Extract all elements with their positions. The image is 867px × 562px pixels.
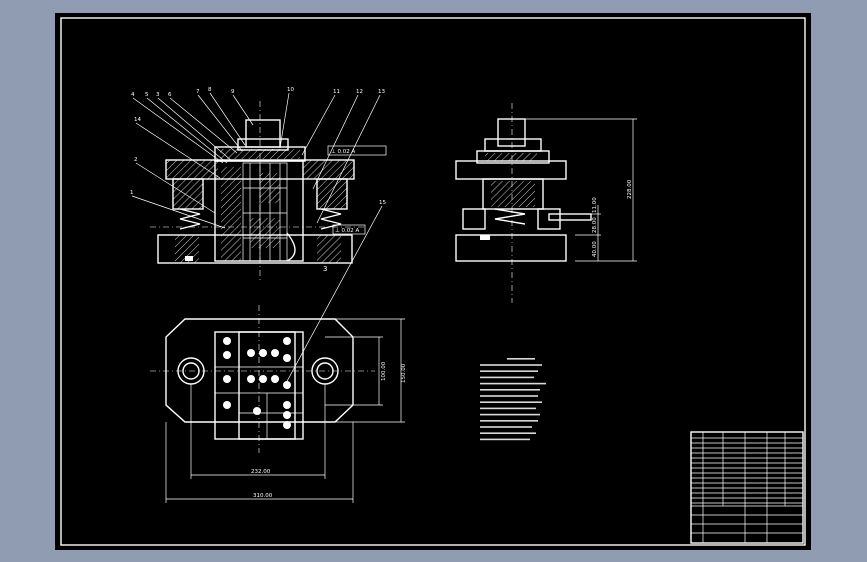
drawing-canvas: 4 5 3 6 7 8 9 10 11 12 13 14 2 1 15 3 ⊥ 0.02 A ⊥ 0.02 … (55, 13, 811, 550)
callout-8: 8 (208, 87, 212, 93)
punch-hole (223, 351, 231, 359)
dim-28: 28.00 (592, 217, 598, 233)
callout-labels: 4 5 3 6 7 8 9 10 11 12 13 14 2 1 15 (130, 87, 386, 206)
punch-hole (271, 375, 279, 383)
plan-punch-holes (223, 337, 291, 429)
side-view (455, 103, 592, 303)
note-line (480, 382, 546, 385)
note-line (507, 358, 535, 360)
note-line (480, 413, 540, 416)
callout-14: 14 (134, 117, 141, 123)
callout-10: 10 (287, 87, 294, 93)
punch-hole (259, 375, 267, 383)
punch-hole (283, 381, 291, 389)
plan-view (150, 305, 375, 453)
side-view-dimensions (523, 118, 637, 262)
title-block (690, 431, 804, 544)
technical-notes (480, 358, 546, 441)
punch-hole (223, 375, 231, 383)
tolerance-text-bottom: ⊥ 0.02 A (335, 228, 360, 234)
punch-hole (271, 349, 279, 357)
note-line (480, 420, 538, 422)
callout-4: 4 (131, 92, 135, 98)
callout-7: 7 (196, 89, 200, 95)
dim-40: 40.00 (592, 241, 598, 257)
note-line (480, 438, 530, 441)
note-line (480, 389, 540, 391)
callout-9: 9 (231, 89, 235, 95)
tolerance-frame-top: ⊥ 0.02 A (327, 145, 387, 156)
note-line (480, 432, 536, 434)
punch-hole (283, 411, 291, 419)
dim-232: 232.00 (251, 469, 271, 475)
callout-3: 3 (156, 92, 160, 98)
note-line (480, 364, 542, 366)
dim-310: 310.00 (253, 493, 273, 499)
dim-100: 100.00 (381, 361, 387, 381)
section-mark: 3 (323, 265, 327, 273)
note-line (480, 370, 538, 372)
callout-leaders (131, 92, 383, 386)
callout-12: 12 (356, 89, 363, 95)
dim-228: 228.00 (627, 179, 633, 199)
callout-5: 5 (145, 92, 149, 98)
punch-hole (283, 354, 291, 362)
note-line (480, 426, 532, 428)
dim-11: 11.00 (592, 197, 598, 213)
punch-hole (247, 349, 255, 357)
callout-13: 13 (378, 89, 385, 95)
callout-15: 15 (379, 200, 386, 206)
callout-11: 11 (333, 89, 340, 95)
punch-hole (283, 401, 291, 409)
cad-drawing: 4 5 3 6 7 8 9 10 11 12 13 14 2 1 15 3 ⊥ 0.02 A ⊥ 0.02 … (60, 17, 806, 546)
callout-6: 6 (168, 92, 172, 98)
punch-hole (223, 401, 231, 409)
punch-hole (223, 337, 231, 345)
punch-hole (259, 349, 267, 357)
plan-dimensions (165, 318, 405, 503)
note-line (480, 407, 536, 410)
punch-hole (247, 375, 255, 383)
callout-2: 2 (134, 157, 138, 163)
tolerance-frame-bottom: ⊥ 0.02 A (332, 224, 366, 235)
punch-hole (283, 421, 291, 429)
dim-150: 150.00 (401, 363, 407, 383)
punch-hole (283, 337, 291, 345)
note-line (480, 401, 542, 403)
tolerance-text-top: ⊥ 0.02 A (331, 149, 356, 155)
drawing-border (60, 17, 806, 546)
note-line (480, 395, 538, 397)
callout-1: 1 (130, 190, 134, 196)
note-line (480, 376, 534, 379)
punch-hole (253, 407, 261, 415)
